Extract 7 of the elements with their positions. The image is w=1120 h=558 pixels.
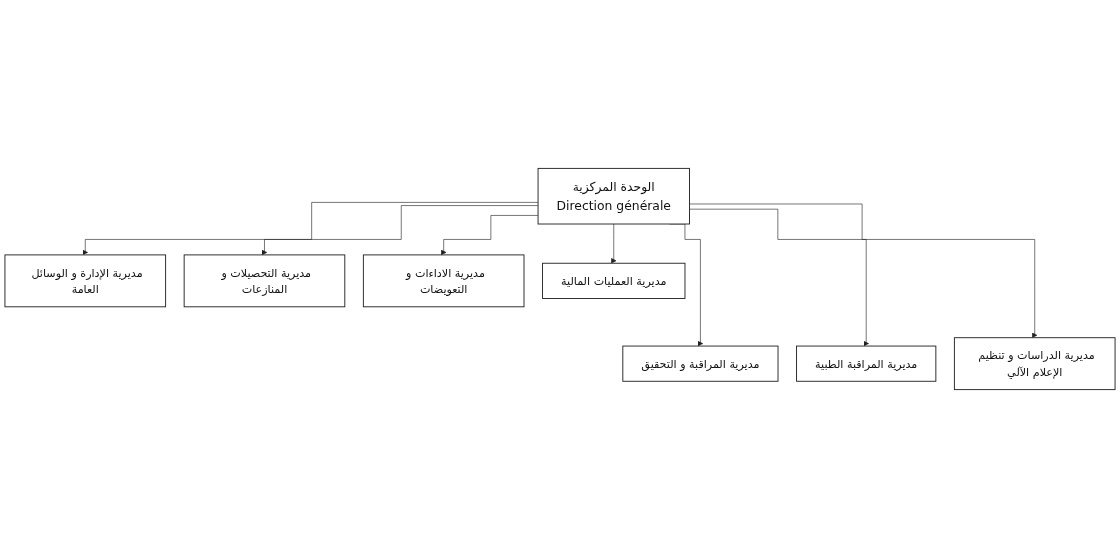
node-box: مديرية التحصيلات و المنازعات bbox=[183, 254, 346, 308]
node-box: مديرية المراقبة و التحقيق bbox=[622, 345, 779, 382]
node-box: مديرية المراقبة الطبية bbox=[796, 345, 937, 382]
node-box: مديرية الاداءات و التعويضات bbox=[362, 254, 525, 308]
node-box: مديرية الدراسات و تنظيم الإعلام الآلي bbox=[953, 337, 1116, 391]
node-box: مديرية الإدارة و الوسائل العامة bbox=[4, 254, 167, 308]
node-box: مديرية العمليات المالية bbox=[542, 262, 686, 299]
